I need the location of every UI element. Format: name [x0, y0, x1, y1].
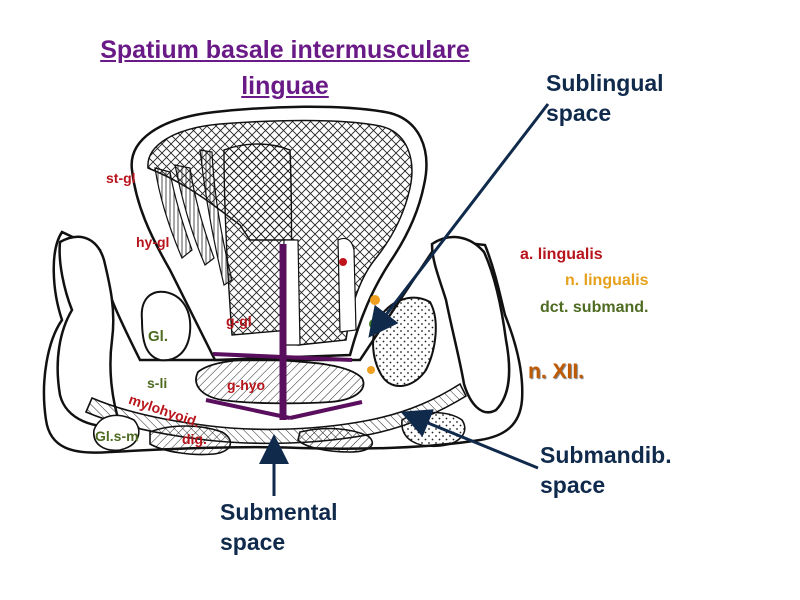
title-line-1: Spatium basale intermusculare — [100, 36, 470, 64]
submental-line-1: Submental — [220, 499, 338, 525]
submental-space-label: Submental space — [220, 497, 338, 557]
label-hy-gl: hy-gl — [136, 234, 170, 250]
submandibular-line-2: space — [540, 472, 606, 498]
sublingual-line-2: space — [546, 100, 612, 126]
digastric-right — [297, 427, 374, 453]
left-oblique-purple-line — [205, 398, 291, 420]
label-dig: dig. — [182, 431, 207, 447]
digastric-left — [149, 425, 232, 456]
title-line-2: linguae — [241, 72, 329, 100]
submandibular-line-1: Submandib. — [540, 442, 672, 468]
right-fiber-strand — [337, 237, 357, 333]
right-sublingual-gland — [372, 296, 437, 387]
submandibular-gland-left — [93, 414, 140, 452]
sublingual-line-1: Sublingual — [546, 70, 664, 96]
hypoglossal-nerve-dot — [367, 366, 375, 374]
submental-line-2: space — [220, 529, 286, 555]
lingual-nerve-dot — [370, 295, 380, 305]
label-gl-s-m: Gl.s-m — [95, 428, 139, 444]
page-title: Spatium basale intermusculare linguae — [40, 32, 530, 104]
right-oblique-purple-line — [289, 400, 363, 420]
styloglossus-band — [154, 167, 193, 259]
label-g-hyo: g-hyo — [227, 377, 266, 393]
legend-submandibular-duct: dct. submand. — [540, 299, 649, 316]
lingual-artery-dot — [339, 258, 347, 266]
left-sublingual-gland — [140, 290, 192, 362]
sublingual-space-arrow — [368, 103, 550, 338]
label-st-gl: st-gl — [106, 170, 136, 186]
legend-hypoglossal-nerve: n. XII. — [528, 360, 585, 383]
right-mandible — [430, 235, 511, 414]
label-gl: Gl. — [148, 328, 169, 345]
hyoglossus-band — [174, 164, 215, 266]
horizontal-purple-line — [212, 352, 353, 362]
label-g-gl: g-gl — [226, 313, 252, 329]
submandibular-space-label: Submandib. space — [540, 440, 672, 500]
legend-lingual-artery: a. lingualis — [520, 246, 603, 263]
left-mandible — [56, 235, 122, 428]
sublingual-space-label: Sublingual space — [546, 68, 664, 128]
legend-lingual-nerve: n. lingualis — [565, 272, 649, 289]
label-s-li: s-li — [147, 375, 168, 391]
submandibular-space-arrow — [400, 409, 539, 470]
